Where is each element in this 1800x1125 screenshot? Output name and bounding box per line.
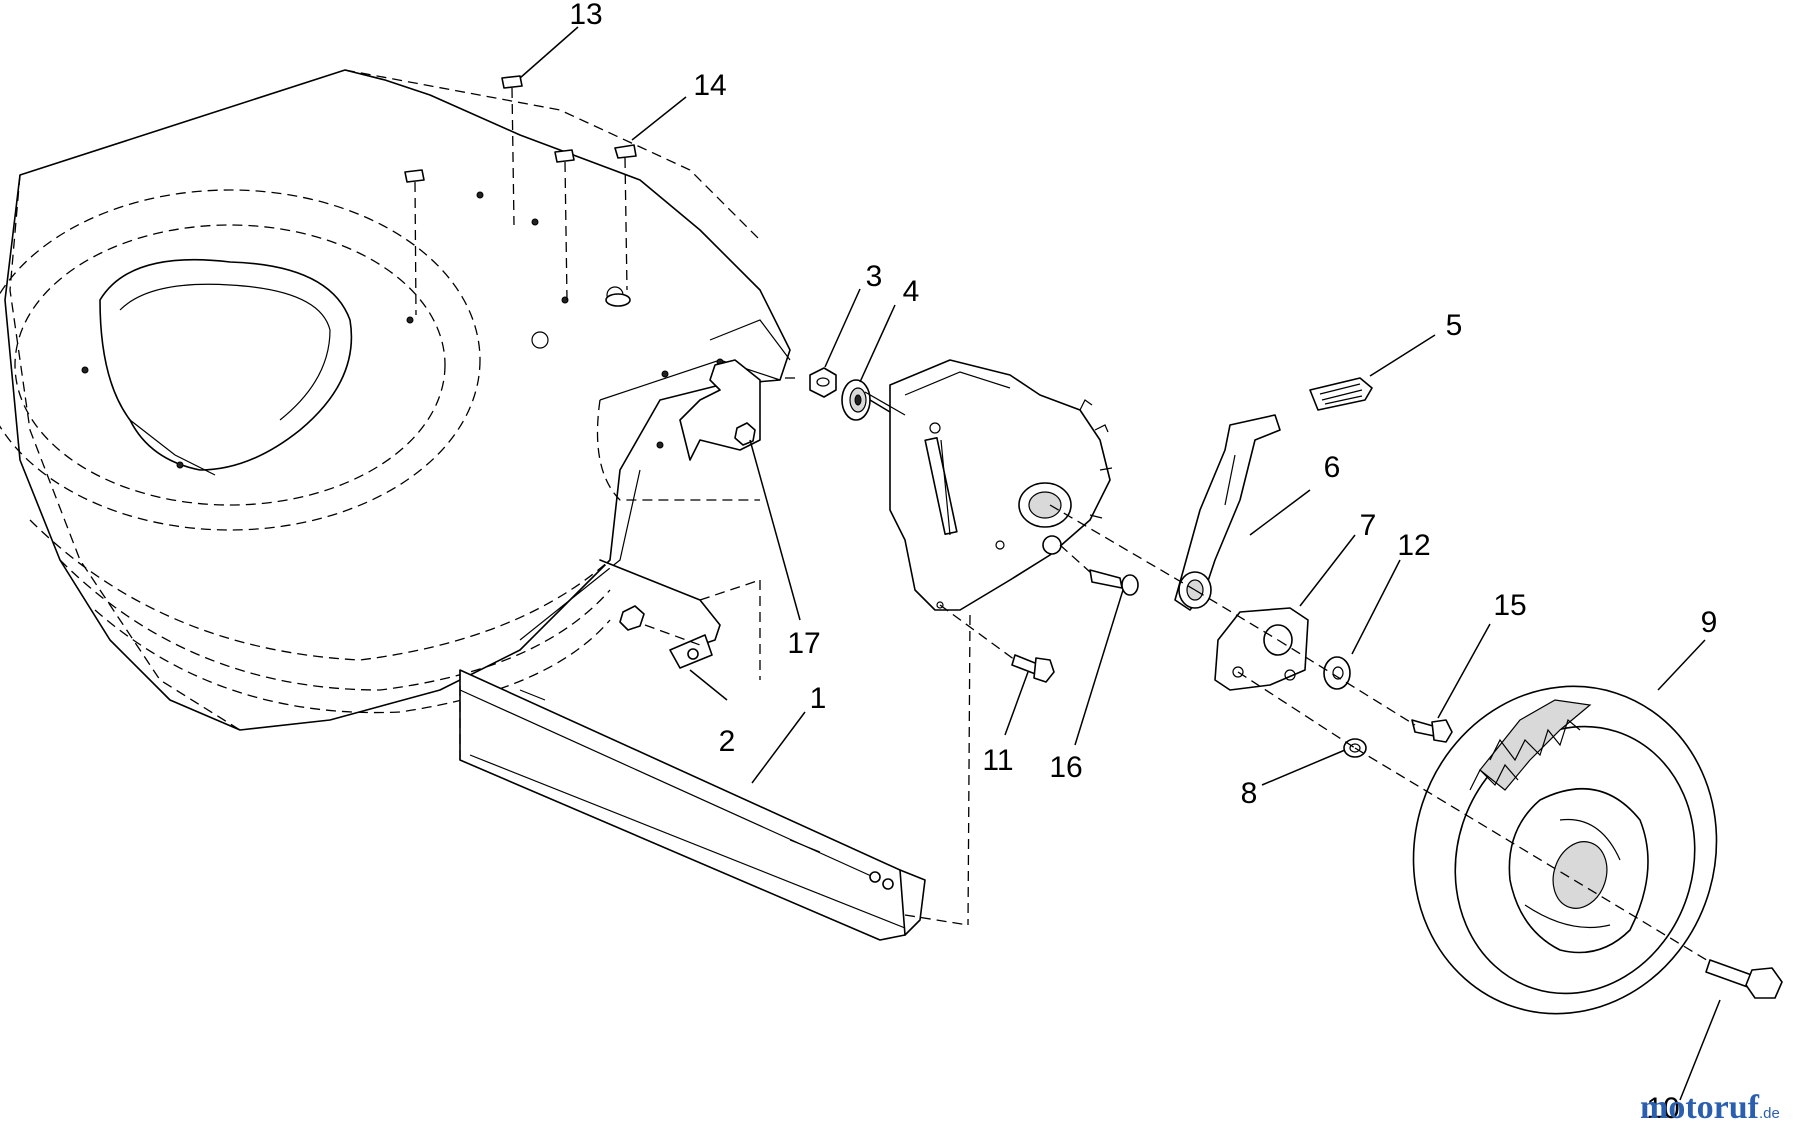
wheel-part-9 — [1412, 685, 1718, 1015]
watermark-logo: motoruf.de — [1640, 1089, 1780, 1125]
watermark-brand: motoruf — [1640, 1089, 1760, 1125]
bolt-part-15 — [1411, 719, 1453, 743]
bushing-part-4 — [841, 379, 871, 421]
callout-16: 16 — [1049, 751, 1082, 784]
callout-7: 7 — [1360, 509, 1377, 542]
callout-6: 6 — [1324, 451, 1341, 484]
callout-14: 14 — [693, 69, 726, 102]
callouts: 13 14 3 4 5 6 7 12 15 9 17 1 2 11 16 8 1… — [569, 0, 1717, 1125]
assembly-lines — [459, 377, 1711, 963]
deck-bolts-part-13-14 — [404, 75, 637, 316]
callout-5: 5 — [1446, 309, 1463, 342]
callout-10: 10 — [1646, 1092, 1679, 1125]
watermark-tld: .de — [1759, 1105, 1780, 1122]
callout-12: 12 — [1397, 529, 1430, 562]
leader-lines — [519, 26, 1721, 1101]
pivot-bracket-part-7 — [1214, 607, 1309, 691]
mower-deck — [0, 69, 791, 731]
callout-11: 11 — [982, 744, 1013, 777]
callout-1: 1 — [810, 682, 827, 715]
axle-bolt-part-10 — [1705, 959, 1783, 999]
rear-guard-part-1 — [459, 669, 926, 941]
callout-15: 15 — [1493, 589, 1526, 622]
height-adjust-bracket — [864, 359, 1113, 611]
hinge-part-2 — [599, 559, 721, 669]
grip-part-5 — [1309, 377, 1373, 411]
nut-part-3 — [809, 367, 837, 398]
bolt-part-11 — [1011, 654, 1055, 683]
lever-part-6 — [1174, 414, 1281, 611]
callout-13: 13 — [569, 0, 602, 31]
nut-part-17 — [679, 359, 761, 461]
bolt-part-16 — [1089, 569, 1139, 596]
svg-text:motoruf.de: motoruf.de — [1640, 1089, 1780, 1125]
callout-8: 8 — [1241, 777, 1258, 810]
callout-17: 17 — [787, 627, 820, 660]
callout-9: 9 — [1701, 606, 1718, 639]
callout-3: 3 — [866, 260, 883, 293]
washer-part-12 — [1323, 656, 1351, 690]
callout-2: 2 — [719, 725, 736, 758]
callout-4: 4 — [903, 275, 920, 308]
